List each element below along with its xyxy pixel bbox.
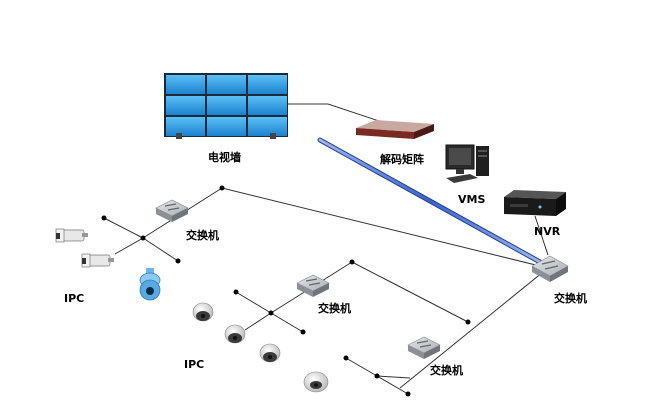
video-wall-screen (207, 75, 246, 94)
switch-icon (407, 336, 441, 359)
video-wall-screen (166, 75, 205, 94)
junction-dots (101, 185, 471, 397)
video-wall-icon (164, 73, 288, 139)
dome-camera-icon (303, 371, 329, 393)
dome-camera-icon (192, 302, 214, 322)
link-switch2-core (351, 261, 469, 323)
label-ipc-group-1: IPC (64, 292, 84, 305)
label-ipc-group-2: IPC (184, 358, 204, 371)
video-wall-screen (166, 96, 205, 115)
decoder-icon (356, 120, 434, 139)
label-decoder-matrix: 解码矩阵 (380, 152, 424, 166)
bullet-camera-icon (81, 253, 114, 268)
ptz-camera-icon (139, 268, 161, 301)
switch-icon (531, 255, 569, 282)
link-hub-cam-b (114, 237, 144, 255)
bullet-camera-icon (55, 228, 88, 243)
backbone-trunk-highlight (318, 138, 542, 264)
nvr-icon (504, 190, 566, 216)
link-hub2-dome-b (244, 312, 272, 331)
network-links (103, 103, 549, 395)
switch-icon (155, 199, 189, 222)
link-hub3-down (376, 375, 409, 395)
workstation-icon (445, 144, 489, 183)
label-vms: VMS (458, 193, 485, 206)
link-switch3-hub (376, 375, 411, 379)
label-switch-3: 交换机 (430, 363, 463, 377)
dome-camera-icon (224, 324, 246, 344)
label-switch-1: 交换机 (186, 228, 219, 242)
video-wall-screen (248, 117, 287, 136)
video-wall-screen (207, 96, 246, 115)
link-hub2-dome-c (270, 312, 304, 333)
label-core-switch: 交换机 (554, 291, 587, 305)
label-video-wall: 电视墙 (208, 150, 241, 164)
dome-camera-icon (259, 343, 281, 363)
video-wall-screen (248, 96, 287, 115)
label-switch-2: 交换机 (318, 301, 351, 315)
link-hub2-dome-a (235, 291, 272, 314)
link-switch1-core (221, 187, 549, 269)
switch-icon (296, 274, 330, 297)
label-nvr: NVR (534, 225, 561, 238)
video-wall-screen (166, 117, 205, 136)
link-nvr-core (534, 215, 549, 256)
video-wall-screen (248, 75, 287, 94)
link-hub-cam-a (103, 217, 144, 239)
link-wall-decoder (287, 103, 389, 125)
link-hub3-dome (345, 357, 378, 377)
link-core-switch3 (399, 267, 549, 389)
link-hub-ptz (142, 237, 179, 262)
video-wall-screen (207, 117, 246, 136)
